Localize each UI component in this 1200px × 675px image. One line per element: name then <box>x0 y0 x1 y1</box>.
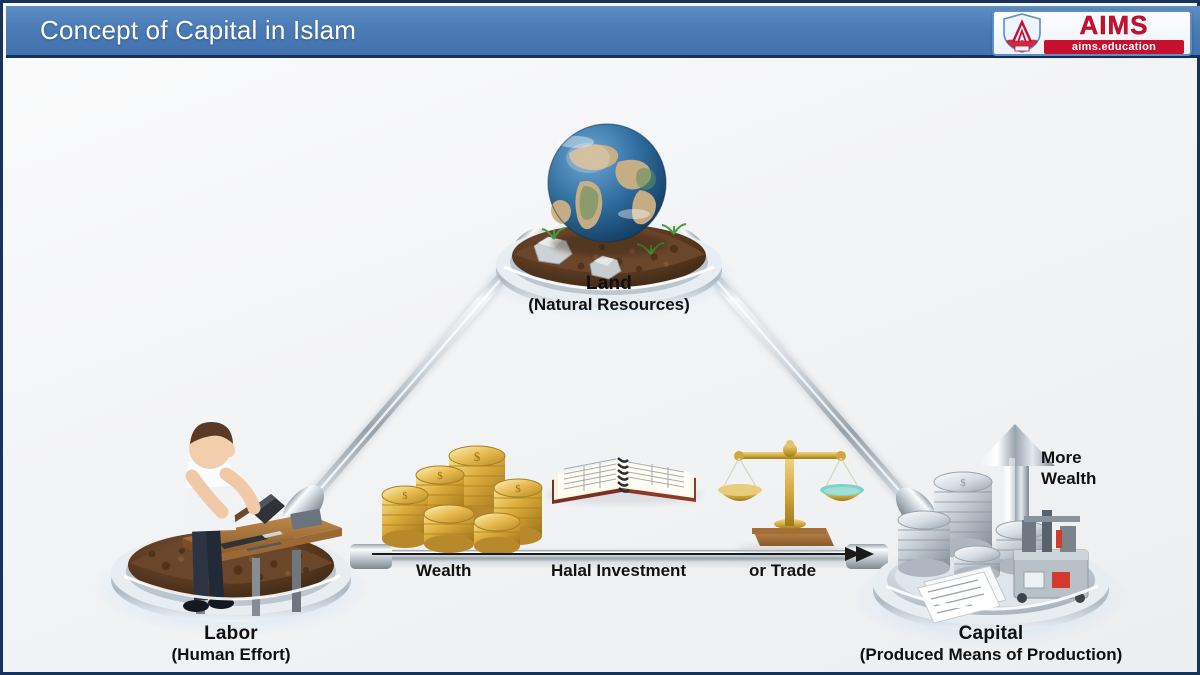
header-bar: Concept of Capital in Islam AIMS aims.ed… <box>6 6 1200 58</box>
machinery-icon <box>1013 510 1089 603</box>
gold-coins-icon: $ $ <box>381 445 543 555</box>
open-ledger-book-icon <box>546 457 702 505</box>
node-subtitle-land: (Natural Resources) <box>528 295 690 315</box>
node-label-land: Land (Natural Resources) <box>449 273 769 315</box>
node-title-land: Land <box>585 273 633 294</box>
connector-land-labor <box>300 248 528 511</box>
logo-wordmark: AIMS <box>1079 10 1149 40</box>
diagram-canvas: $ <box>6 58 1200 672</box>
node-title-labor: Labor <box>204 623 258 644</box>
page-title: Concept of Capital in Islam <box>40 15 357 45</box>
node-label-capital: Capital (Produced Means of Production) <box>831 623 1151 665</box>
svg-text:$: $ <box>402 490 408 502</box>
right-arrow-icon <box>372 546 874 562</box>
flow-step-label-wealth: Wealth <box>416 561 472 580</box>
svg-text:$: $ <box>437 470 443 482</box>
silver-coins-icon: $ <box>897 471 1047 582</box>
connector-land-capital <box>688 248 920 514</box>
diagram-scene: $ <box>91 123 1129 646</box>
svg-text:$: $ <box>474 449 481 464</box>
svg-text:$: $ <box>960 477 966 489</box>
flow-step-label-halal-investment: Halal Investment <box>551 561 687 580</box>
node-capital[interactable]: $ <box>853 424 1129 646</box>
node-subtitle-capital: (Produced Means of Production) <box>859 645 1123 665</box>
node-label-labor: Labor (Human Effort) <box>71 623 391 665</box>
shield-crest-icon <box>1003 13 1041 53</box>
node-subtitle-labor: (Human Effort) <box>171 645 291 665</box>
growth-label-line2: Wealth <box>1041 468 1097 488</box>
aims-logo[interactable]: AIMS aims.education <box>992 10 1192 56</box>
node-title-capital: Capital <box>958 623 1024 644</box>
svg-text:$: $ <box>515 483 521 495</box>
logo-tagline: aims.education <box>1044 40 1184 54</box>
balance-scales-icon <box>718 440 864 558</box>
globe-icon <box>547 123 667 256</box>
node-labor[interactable] <box>91 422 371 636</box>
growth-label: More Wealth <box>1041 448 1096 489</box>
flow-step-label-or-trade: or Trade <box>749 561 817 580</box>
growth-label-line1: More <box>1041 448 1082 467</box>
